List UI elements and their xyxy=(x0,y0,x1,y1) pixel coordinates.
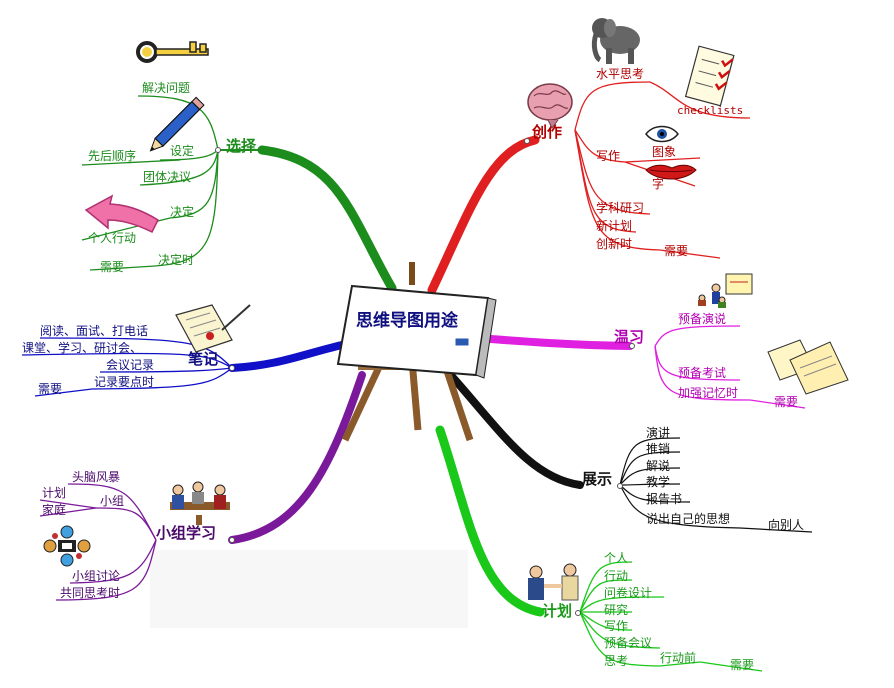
key-icon xyxy=(136,41,209,63)
plan-item-3: 问卷设计 xyxy=(604,585,652,600)
pointing-arrow-icon xyxy=(84,194,159,234)
node-dots xyxy=(215,138,635,616)
presentation-icon xyxy=(698,273,753,308)
group-item-1: 头脑风暴 xyxy=(72,470,120,484)
notes-item-1: 阅读、面试、打电话 xyxy=(40,323,148,338)
pencil-icon xyxy=(149,96,205,152)
plan-item-5: 写作 xyxy=(604,619,628,633)
show-item-5: 报告书 xyxy=(646,491,682,506)
branch-select-title: 选择 xyxy=(226,137,257,155)
handshake-icon xyxy=(528,563,579,601)
select-item-7: 决定时 xyxy=(158,252,194,267)
notes-item-2: 课堂、学习、研讨会、 xyxy=(22,340,142,355)
creation-item-2: checklists xyxy=(677,104,743,117)
brain-icon xyxy=(527,83,573,129)
creation-item-6: 学科研习 xyxy=(596,200,644,215)
notes-item-3: 会议记录 xyxy=(106,358,154,372)
meeting-icon xyxy=(170,481,230,525)
show-item-6: 说出自己的思想 xyxy=(646,511,730,526)
plan-item-6: 预备会议 xyxy=(604,636,652,650)
branch-plan-line xyxy=(435,425,545,617)
branch-review-title: 温习 xyxy=(614,328,644,346)
papers-icon xyxy=(767,339,849,395)
creation-item-3: 写作 xyxy=(596,149,620,163)
review-item-2: 预备考试 xyxy=(678,365,726,380)
show-item-2: 推销 xyxy=(646,442,670,456)
network-icon xyxy=(43,525,91,567)
show-item-7: 向别人 xyxy=(768,517,804,532)
eye-icon xyxy=(645,125,679,143)
select-item-2: 设定 xyxy=(170,143,194,158)
group-item-4: 家庭 xyxy=(42,502,66,517)
creation-item-7: 新计划 xyxy=(596,218,632,233)
show-item-1: 演讲 xyxy=(646,425,670,440)
notes-item-4: 记录要点时 xyxy=(94,375,154,389)
writing-paper-icon xyxy=(175,304,251,353)
creation-item-9: 需要 xyxy=(664,244,688,258)
plan-item-4: 研究 xyxy=(604,602,628,617)
branch-plan-title: 计划 xyxy=(542,602,572,620)
branch-creation-line xyxy=(427,135,540,295)
plan-item-1: 个人 xyxy=(604,551,628,565)
branch-group-title: 小组学习 xyxy=(156,524,216,542)
branch-notes-title: 笔记 xyxy=(188,350,218,368)
branch-group-line xyxy=(228,371,366,544)
creation-item-1: 水平思考 xyxy=(596,67,644,81)
select-subbranches xyxy=(81,95,219,271)
branch-creation-title: 创作 xyxy=(531,123,562,141)
select-labels: 选择 解决问题 设定 先后顺序 团体决议 决定 个人行动 决定时 需要 xyxy=(88,81,257,274)
select-item-3: 先后顺序 xyxy=(88,148,136,163)
group-item-5: 小组讨论 xyxy=(72,569,120,583)
creation-item-4: 图象 xyxy=(652,145,676,159)
branch-review-line xyxy=(474,334,634,350)
review-item-3: 加强记忆时 xyxy=(678,386,738,400)
plan-item-9: 需要 xyxy=(730,658,754,672)
checklist-icon xyxy=(684,45,735,107)
plan-item-8: 行动前 xyxy=(660,650,696,665)
branch-select-line xyxy=(257,145,397,293)
plan-item-7: 思考 xyxy=(604,654,628,668)
review-item-4: 需要 xyxy=(774,395,798,409)
show-item-4: 教学 xyxy=(646,474,670,489)
branch-show-line xyxy=(444,368,584,489)
main-branches xyxy=(218,135,634,617)
select-item-5: 决定 xyxy=(170,204,194,219)
select-item-6: 个人行动 xyxy=(88,231,136,245)
group-item-6: 共同思考时 xyxy=(60,586,120,600)
review-item-1: 预备演说 xyxy=(678,311,726,326)
creation-item-5: 字 xyxy=(652,176,664,191)
show-item-3: 解说 xyxy=(646,458,670,473)
select-item-8: 需要 xyxy=(100,260,124,274)
group-item-2: 计划 xyxy=(42,486,66,500)
elephant-icon xyxy=(591,18,640,64)
easel-icon: 思维导图用途 xyxy=(336,262,497,442)
center-title: 思维导图用途 xyxy=(356,310,459,331)
select-item-4: 团体决议 xyxy=(143,170,191,184)
branch-notes-line xyxy=(228,341,346,372)
group-item-3: 小组 xyxy=(100,494,124,508)
notes-item-5: 需要 xyxy=(38,382,62,396)
lips-icon xyxy=(645,164,697,180)
select-item-1: 解决问题 xyxy=(142,81,190,95)
plan-item-2: 行动 xyxy=(604,569,628,583)
creation-item-8: 创新时 xyxy=(596,236,632,251)
branch-show-title: 展示 xyxy=(582,470,612,488)
